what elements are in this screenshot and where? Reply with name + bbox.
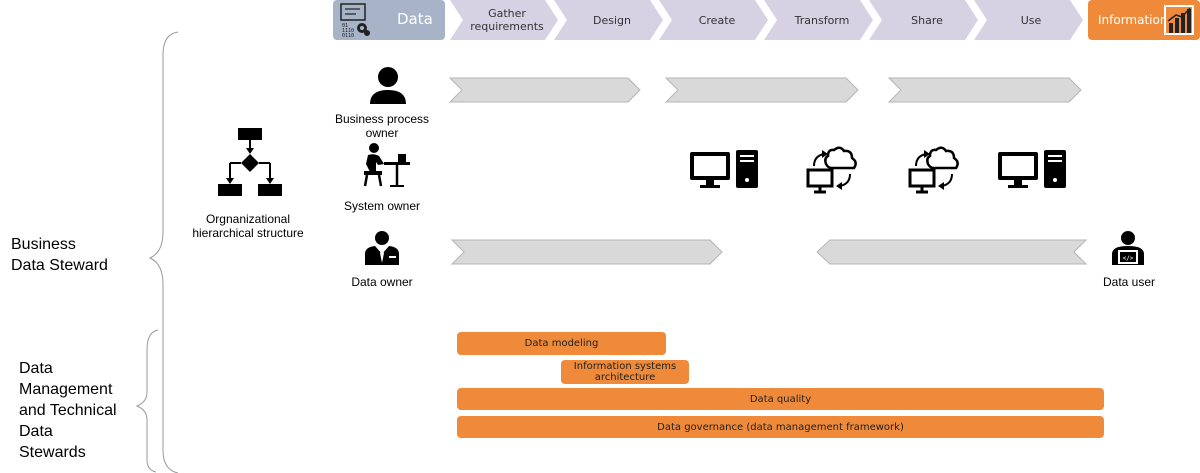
svg-text:</>: </> — [1123, 255, 1134, 262]
person-icon — [370, 67, 406, 104]
person-at-desk-icon — [363, 143, 410, 187]
process-chevrons — [450, 0, 1083, 40]
business-person-icon — [365, 231, 399, 265]
arrow-owner-to-transform — [450, 239, 723, 265]
person-laptop-icon: </> — [1112, 231, 1144, 265]
bar-chart-icon — [1164, 5, 1194, 35]
system-owner-label: System owner — [343, 199, 421, 213]
data-quality-bar: Data quality — [457, 388, 1104, 410]
cloud-sync-icon — [908, 146, 959, 194]
computer-icon — [690, 150, 758, 188]
arrow-share-use — [887, 77, 1082, 103]
org-structure-label: Orgnanizational hierarchical structure — [192, 212, 304, 240]
chevron-create — [659, 0, 768, 40]
chevron-gather — [450, 0, 558, 40]
data-box: 01 1110 0110 Data — [333, 0, 445, 40]
chevron-transform — [764, 0, 873, 40]
chevron-share — [869, 0, 978, 40]
step-transform: Transform — [794, 13, 850, 27]
information-label: Information — [1098, 13, 1168, 27]
business-process-owner-label: Business process owner — [334, 112, 430, 140]
arrow-create-transform — [664, 77, 859, 103]
business-data-steward-label: Business Data Steward — [11, 236, 108, 274]
brace-lines — [135, 31, 179, 473]
step-create: Create — [698, 13, 736, 27]
computer-icon — [998, 150, 1066, 188]
step-design: Design — [593, 13, 631, 27]
business-steward-brace — [148, 31, 179, 473]
svg-text:0110: 0110 — [342, 33, 354, 39]
data-box-label: Data — [397, 10, 433, 28]
svg-text:01: 01 — [342, 23, 348, 29]
technical-data-stewards-label: Data Management and Technical Data Stewa… — [19, 360, 117, 461]
step-use: Use — [1020, 13, 1042, 27]
chevron-design — [554, 0, 663, 40]
arrow-gather-design — [448, 77, 641, 103]
flowchart-icon — [218, 128, 282, 196]
data-gears-icon: 01 1110 0110 — [340, 3, 370, 39]
svg-text:1110: 1110 — [342, 28, 354, 34]
information-box: Information — [1088, 0, 1200, 40]
data-owner-label: Data owner — [351, 275, 413, 289]
chevron-use — [974, 0, 1083, 40]
technical-steward-brace — [135, 329, 159, 473]
data-user-label: Data user — [1102, 275, 1156, 289]
data-governance-bar: Data governance (data management framewo… — [457, 416, 1104, 438]
arrow-user-to-share — [816, 239, 1088, 265]
step-share: Share — [911, 13, 943, 27]
cloud-sync-icon — [806, 146, 857, 194]
data-modeling-bar: Data modeling — [457, 332, 666, 355]
